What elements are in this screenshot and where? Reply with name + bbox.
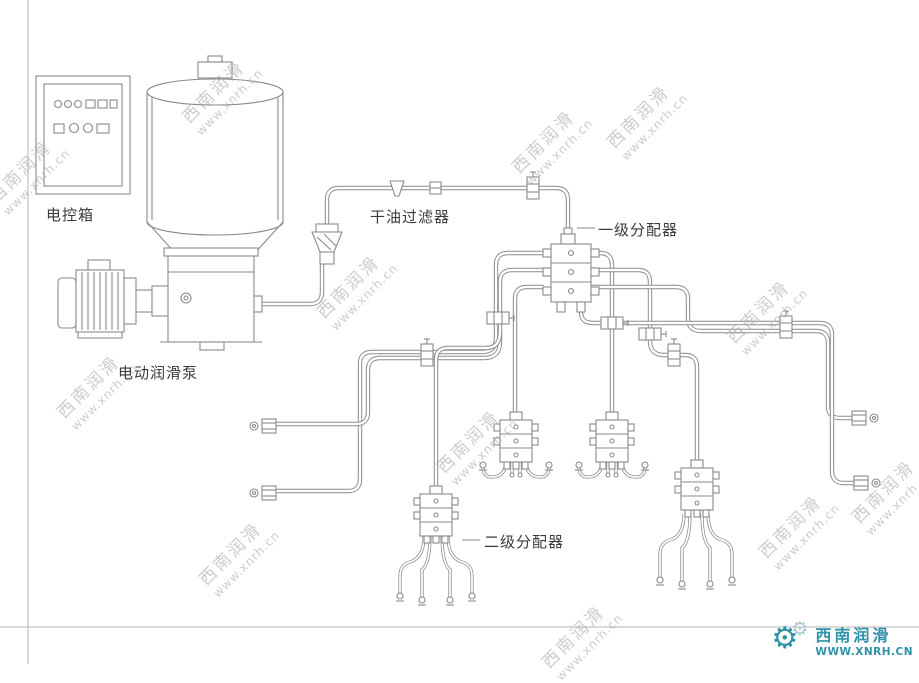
secondary-distributor-2	[589, 411, 635, 470]
pipe-union	[389, 180, 442, 197]
control-box	[35, 75, 131, 195]
brand-name: 西南润滑	[815, 626, 892, 645]
gear-icon: ⚙	[771, 621, 799, 656]
secondary-distributor-4	[674, 459, 720, 518]
lubrication-system-diagram	[0, 0, 919, 664]
label-secondary-distributor: 二级分配器	[484, 533, 565, 551]
gear-icon: ⚙ ⚙	[771, 620, 811, 660]
label-control-box: 电控箱	[46, 206, 95, 224]
electric-motor	[57, 259, 169, 339]
hose-end-fitting	[395, 461, 737, 606]
oil-filter	[311, 223, 343, 265]
label-pump: 电动润滑泵	[118, 364, 199, 382]
label-primary-distributor: 一级分配器	[598, 221, 679, 239]
primary-distributor	[542, 227, 600, 313]
label-oil-filter: 干油过滤器	[370, 208, 451, 226]
brand-logo: ⚙ ⚙ 西南润滑 WWW.XNRH.CN	[771, 620, 913, 660]
secondary-distributor-3	[413, 485, 459, 544]
label-leader	[462, 227, 595, 541]
gear-icon: ⚙	[791, 618, 809, 640]
frame-line	[0, 0, 919, 664]
pump-body	[160, 247, 263, 351]
grease-reservoir	[146, 55, 284, 255]
brand-url: WWW.XNRH.CN	[815, 646, 913, 658]
secondary-distributor-1	[493, 411, 539, 470]
